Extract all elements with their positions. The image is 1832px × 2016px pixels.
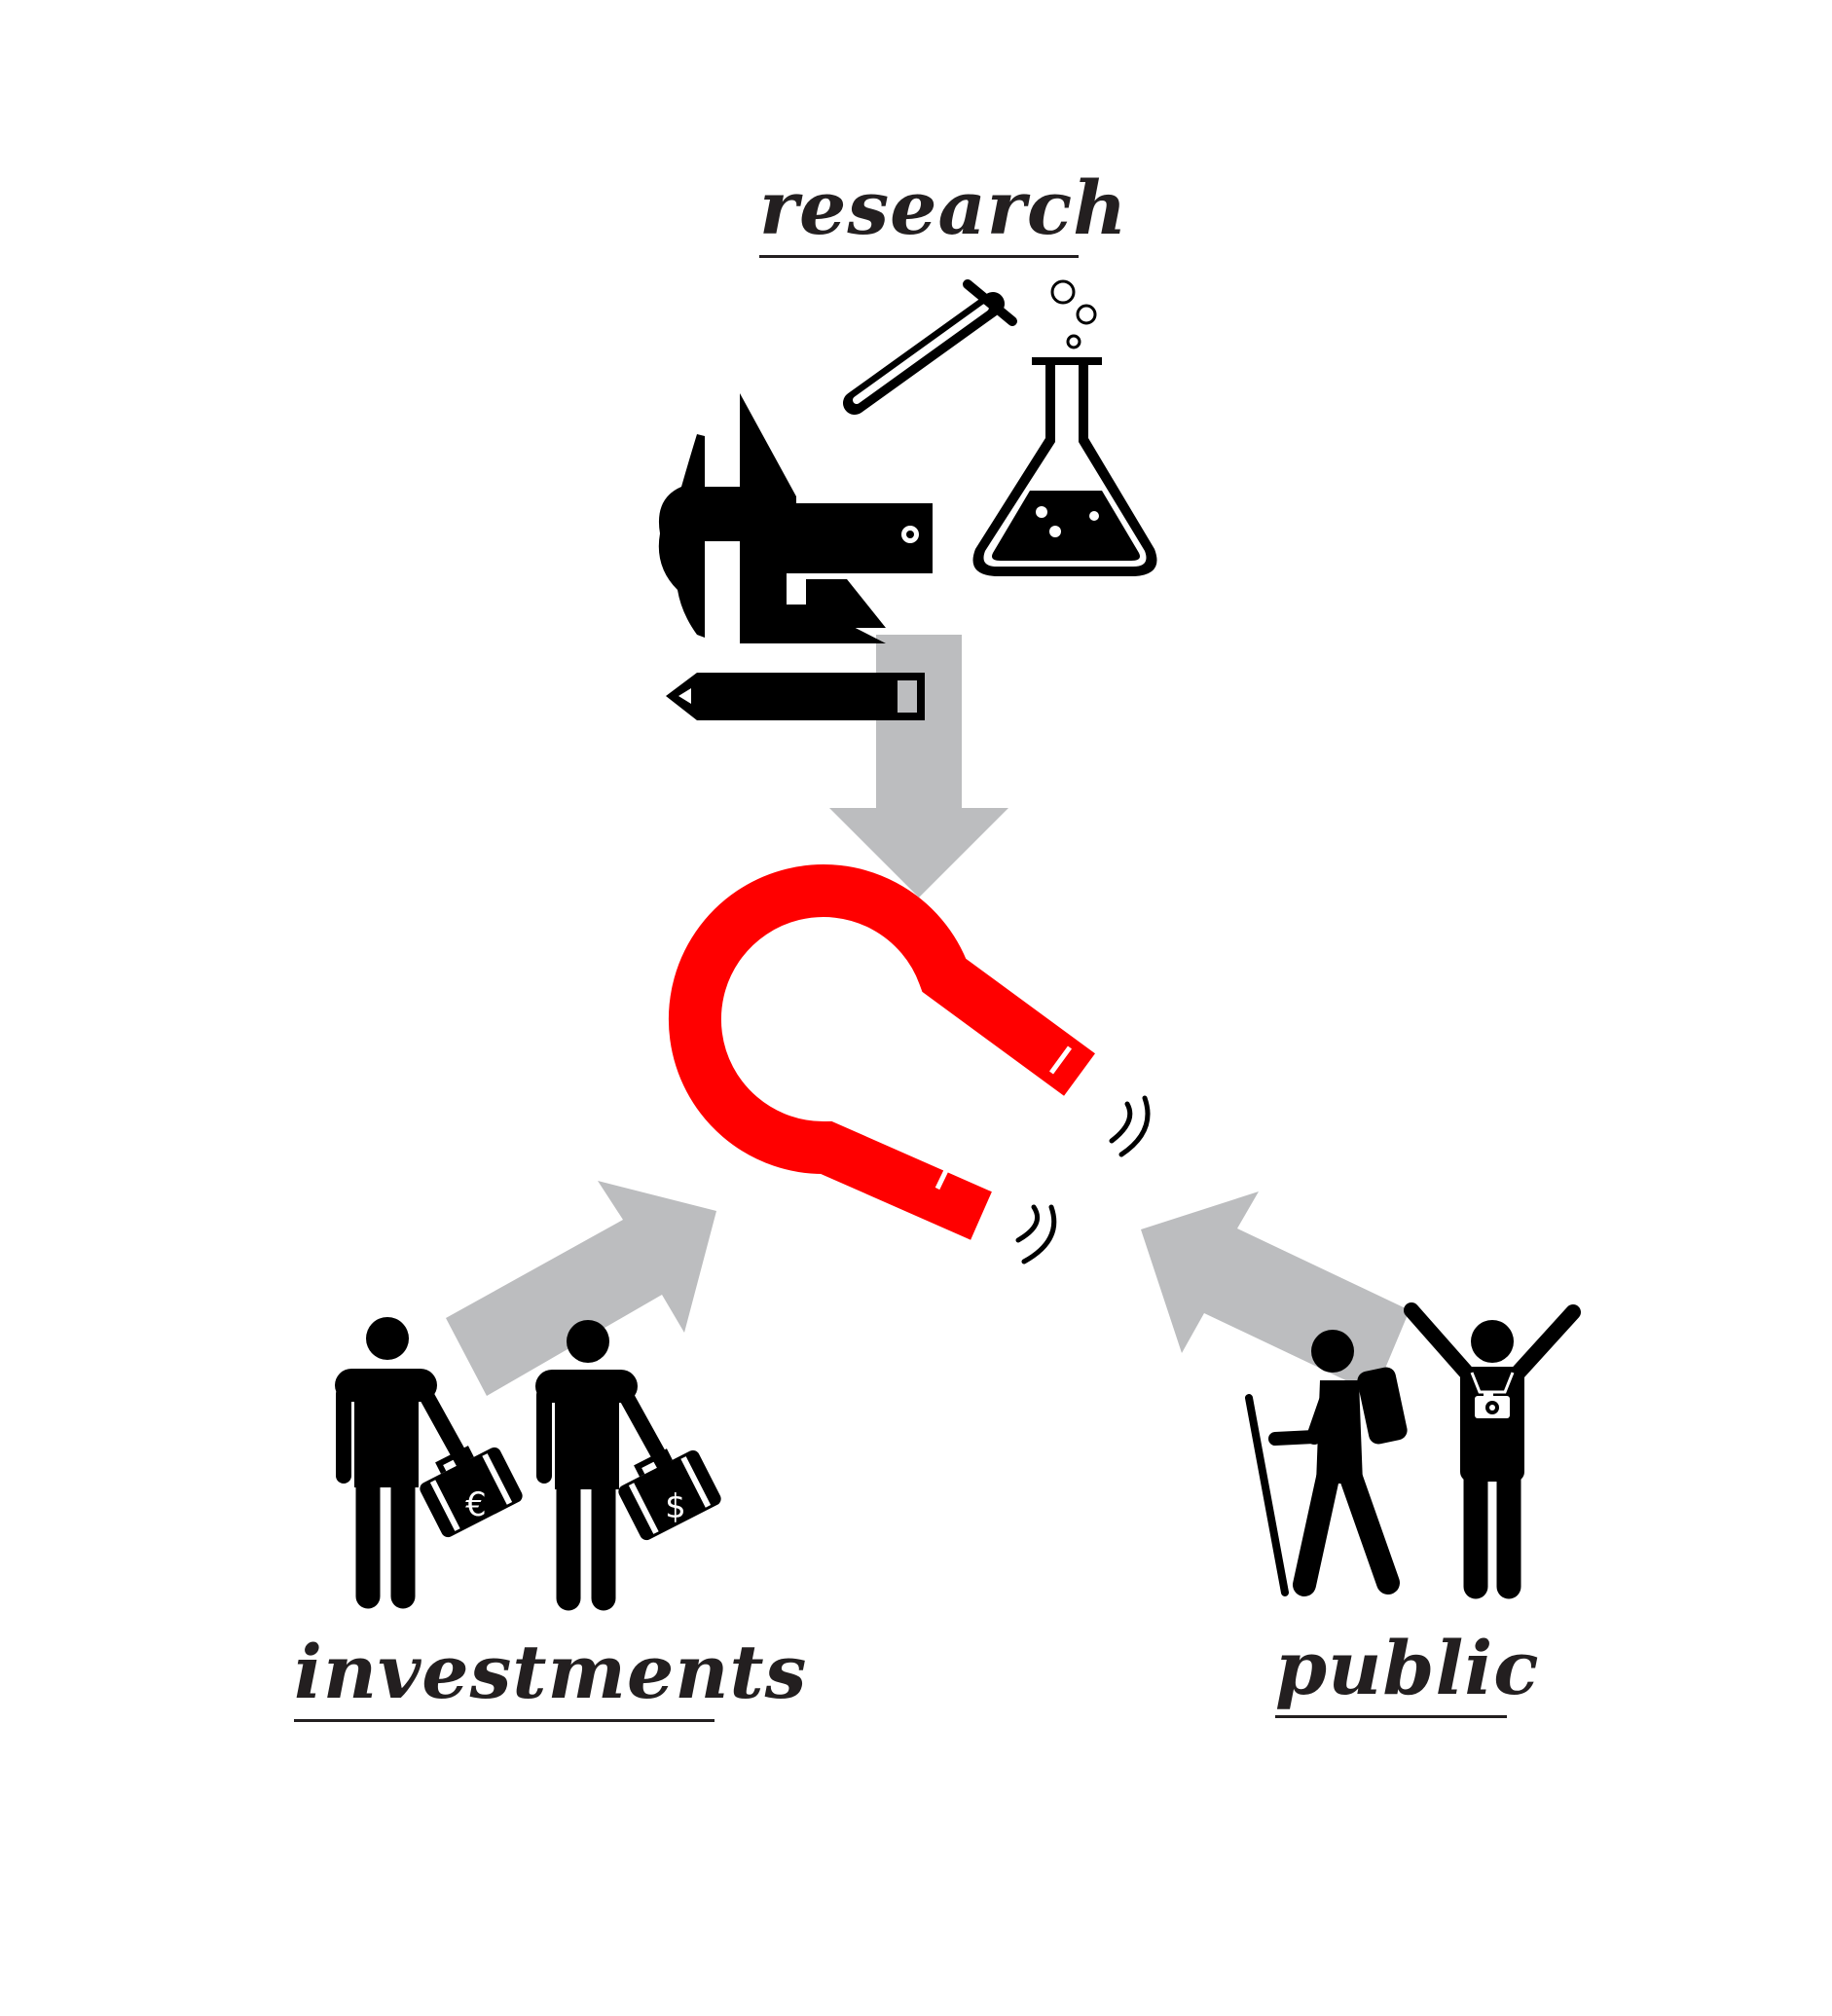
euro-symbol: € — [465, 1485, 487, 1524]
arrow-public-to-magnet — [1141, 1191, 1410, 1394]
label-public: public — [1275, 1631, 1539, 1718]
dollar-symbol: $ — [665, 1487, 686, 1526]
businessman-euro-icon — [335, 1317, 523, 1609]
caliper-icon — [658, 393, 933, 643]
businessman-dollar-icon — [535, 1320, 721, 1611]
pencil-icon — [666, 673, 925, 720]
arrow-investments-to-magnet — [446, 1181, 716, 1396]
flask-icon — [972, 279, 1157, 576]
tourist-with-camera-icon — [1404, 1302, 1581, 1599]
magnet-icon — [668, 864, 1151, 1265]
arrow-research-to-magnet — [829, 635, 1008, 898]
label-investments: investments — [294, 1635, 806, 1722]
label-research: research — [759, 171, 1126, 258]
test-tube-icon — [843, 279, 1017, 415]
hiker-icon — [1245, 1330, 1408, 1596]
